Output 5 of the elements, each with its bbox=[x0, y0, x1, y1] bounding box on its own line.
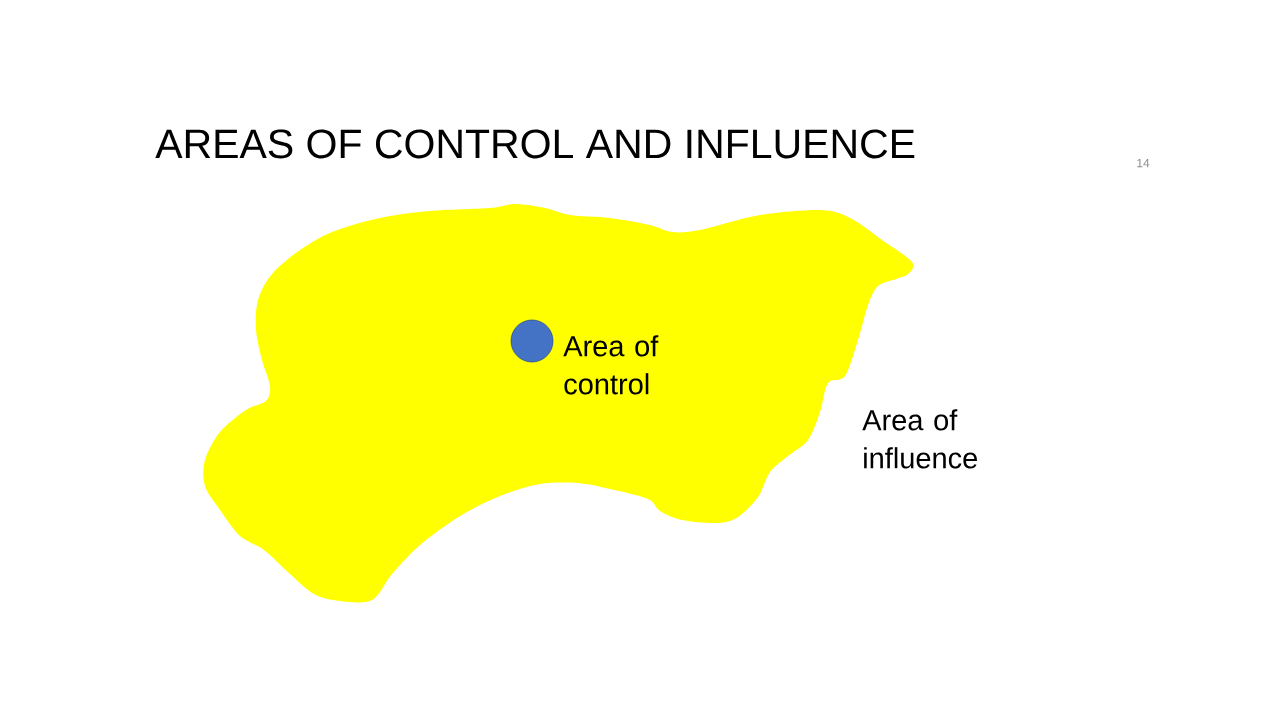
slide-title: AREAS OF CONTROL AND INFLUENCE bbox=[155, 129, 915, 159]
area-label: Area of control bbox=[563, 335, 659, 395]
area-label: Area of influence bbox=[862, 409, 977, 469]
page-number: 14 bbox=[1137, 158, 1150, 168]
circle bbox=[510, 319, 554, 363]
